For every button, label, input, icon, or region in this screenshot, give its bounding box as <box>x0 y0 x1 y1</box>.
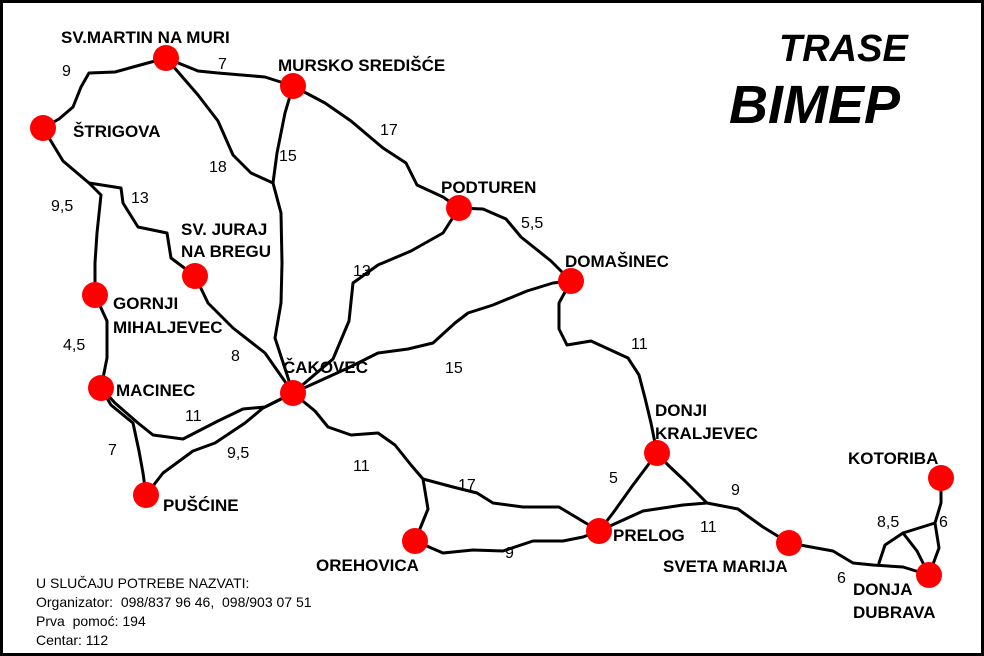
distance-label: 4,5 <box>63 337 85 354</box>
town-dot-strigova <box>30 115 56 141</box>
town-dot-sv-martin <box>153 45 179 71</box>
road-martin-mursko <box>164 56 295 88</box>
road-mursko-cakovec <box>271 84 295 185</box>
distance-label: 6 <box>939 514 948 531</box>
road-svmarija-donja <box>787 541 931 577</box>
town-label-domasinec: DOMAŠINEC <box>565 252 669 271</box>
town-dot-puscine <box>133 482 159 508</box>
town-dot-donja <box>916 562 942 588</box>
town-label-sv-martin: SV.MARTIN NA MURI <box>61 28 230 47</box>
title-line-2: BIMEP <box>729 75 901 135</box>
town-dot-kotoriba <box>928 465 954 491</box>
road-martin-strigova <box>41 56 168 130</box>
distance-label: 13 <box>131 190 149 207</box>
distance-label: 9,5 <box>227 445 249 462</box>
road-podturen-domasinec <box>457 206 573 283</box>
town-dot-podturen <box>446 195 472 221</box>
distance-label: 11 <box>353 458 370 475</box>
distance-label: 7 <box>108 442 117 459</box>
town-label-macinec: MACINEC <box>116 381 195 400</box>
town-dot-sv-marija <box>776 530 802 556</box>
road-prelog-svmarija <box>597 501 709 533</box>
distance-label: 9 <box>731 482 740 499</box>
distance-label: 6 <box>837 570 846 587</box>
town-label-puscine: PUŠĆINE <box>163 496 239 515</box>
town-labels: SV.MARTIN NA MURI MURSKO SREDIŠĆE ŠTRIGO… <box>61 28 938 622</box>
distance-labels: 9 7 18 15 17 13 9,5 13 5,5 4,5 8 11 15 1… <box>51 56 948 587</box>
distance-label: 11 <box>185 408 202 425</box>
distance-label: 17 <box>458 477 476 494</box>
distance-label: 13 <box>353 263 371 280</box>
road-strigova-svjuraj <box>87 181 197 278</box>
town-label-podturen: PODTUREN <box>441 178 536 197</box>
center-phone: Centar: 112 <box>36 632 109 648</box>
distance-label: 18 <box>209 159 227 176</box>
town-dot-donji <box>644 440 670 466</box>
town-dot-orehovica <box>402 528 428 554</box>
emergency-contacts: U SLUČAJU POTREBE NAZVATI: Organizator: … <box>36 574 312 650</box>
town-label-mursko: MURSKO SREDIŠĆE <box>278 56 445 75</box>
road-orehovica-prelog <box>413 529 601 555</box>
town-label-prelog: PRELOG <box>613 526 685 545</box>
town-dot-domasinec <box>558 268 584 294</box>
town-dot-cakovec <box>280 380 306 406</box>
distance-label: 9 <box>505 545 514 562</box>
distance-label: 8 <box>231 348 240 365</box>
road-macinec-cakovec <box>99 386 295 441</box>
distance-label: 11 <box>631 336 648 353</box>
town-label-kotoriba: KOTORIBA <box>848 449 938 468</box>
distance-label: 8,5 <box>877 514 899 531</box>
distance-label: 5,5 <box>521 215 543 232</box>
road-mursko-podturen <box>291 84 461 210</box>
town-label-strigova: ŠTRIGOVA <box>73 122 161 141</box>
road-macinec-puscine <box>99 386 148 497</box>
distance-label: 7 <box>218 56 227 73</box>
map-title: TRASE BIMEP <box>729 28 909 135</box>
contacts-heading: U SLUČAJU POTREBE NAZVATI: <box>36 575 250 591</box>
distance-label: 15 <box>445 360 463 377</box>
distance-label: 5 <box>609 470 618 487</box>
route-map: SV.MARTIN NA MURI MURSKO SREDIŠĆE ŠTRIGO… <box>30 28 954 622</box>
distance-label: 11 <box>700 519 717 536</box>
town-label-sv-marija: SVETA MARIJA <box>663 557 788 576</box>
town-dots <box>30 45 954 588</box>
road-cakovec-prelog <box>291 391 601 533</box>
roads <box>41 56 943 577</box>
distance-label: 9,5 <box>51 198 73 215</box>
town-dot-gornji <box>82 282 108 308</box>
road-podturen-cakovec <box>291 206 461 395</box>
road-gornji-macinec <box>93 293 109 390</box>
distance-label: 15 <box>279 148 297 165</box>
town-label-cakovec: ČAKOVEC <box>283 358 368 377</box>
road-strigova-gornji <box>41 126 103 297</box>
town-dot-mursko <box>280 73 306 99</box>
title-line-1: TRASE <box>779 28 909 70</box>
first-aid-phone: Prva pomoć: 194 <box>36 613 146 629</box>
road-cakovec-domasinec <box>291 279 573 395</box>
road-puscine-cakovec <box>144 391 295 497</box>
town-dot-prelog <box>586 518 612 544</box>
distance-label: 17 <box>380 122 398 139</box>
road-domasinec-donji <box>557 279 659 455</box>
road-kotoriba-loop <box>877 521 937 565</box>
town-label-orehovica: OREHOVICA <box>316 556 419 575</box>
town-dot-sv-juraj <box>182 263 208 289</box>
organizer-phone: Organizator: 098/837 96 46, 098/903 07 5… <box>36 594 312 610</box>
distance-label: 9 <box>62 63 71 80</box>
town-dot-macinec <box>88 375 114 401</box>
road-svjuraj-cakovec <box>193 274 295 395</box>
